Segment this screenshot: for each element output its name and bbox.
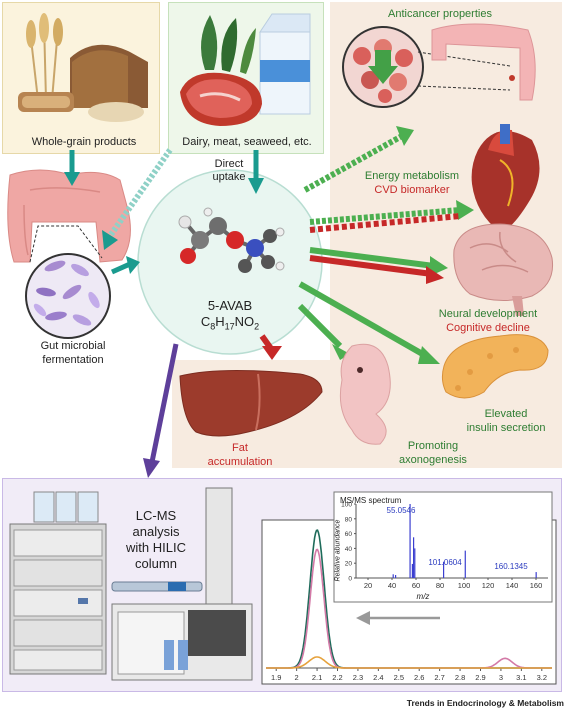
ms-x-tick-label: 100 xyxy=(458,581,471,590)
ms-x-tick-label: 160 xyxy=(530,581,543,590)
ms-y-tick-label: 100 xyxy=(341,502,352,509)
formula-no: NO xyxy=(234,314,255,329)
chromatogram-tick-label: 2.9 xyxy=(475,673,485,682)
chromatogram-tick-label: 3.1 xyxy=(516,673,526,682)
formula-c: C xyxy=(200,314,211,329)
fat-label-line2: accumulation xyxy=(207,456,273,468)
cvd-label: CVD biomarker xyxy=(374,184,450,196)
ms-peak-label-2: 101.0604 xyxy=(428,558,462,567)
gut-label-line1: Gut microbial xyxy=(40,340,106,352)
ms-x-tick-label: 40 xyxy=(388,581,396,590)
ms-x-tick-label: 60 xyxy=(412,581,420,590)
intestine-icon xyxy=(7,169,131,263)
pancreas-icon xyxy=(441,334,549,399)
liver-icon xyxy=(179,369,323,437)
ms-xlabel: m/z xyxy=(416,592,430,601)
gut-bacteria-icon xyxy=(25,253,111,339)
lcms-line3: with HILIC xyxy=(126,540,186,555)
compound-name: 5-AVAB xyxy=(207,298,253,313)
chromatogram-tick-label: 2.4 xyxy=(373,673,383,682)
ms-instrument-icon xyxy=(111,487,253,681)
ms-x-tick-label: 140 xyxy=(506,581,519,590)
chromatogram-tick-label: 2.5 xyxy=(394,673,404,682)
ms-y-tick-label: 20 xyxy=(345,561,353,568)
wheat-icon xyxy=(26,13,63,101)
chromatogram-tick-label: 2 xyxy=(295,673,299,682)
lcms-line2: analysis xyxy=(132,524,180,539)
grey-arrow xyxy=(356,611,440,625)
colon-icon xyxy=(431,23,536,101)
ms-y-tick-label: 0 xyxy=(348,576,352,583)
anticancer-label: Anticancer properties xyxy=(388,8,492,20)
brain-icon xyxy=(453,223,554,316)
ms-x-tick-label: 80 xyxy=(436,581,444,590)
journal-footer: Trends in Endocrinology & Metabolism xyxy=(406,698,564,708)
formula-h: H xyxy=(215,314,225,329)
ms-peak-label-3: 160.1345 xyxy=(494,562,528,571)
ms-peak-label-1: 55.0546 xyxy=(386,506,416,515)
hplc-instrument-icon xyxy=(9,491,107,675)
chromatogram-tick-label: 3.2 xyxy=(537,673,547,682)
ms-spectrum-title: MS/MS spectrum xyxy=(340,496,402,505)
axon-label-line2: axonogenesis xyxy=(399,454,467,466)
milk-carton-icon xyxy=(259,13,311,115)
gut-label-line2: fermentation xyxy=(42,354,104,366)
chromatogram-tick-label: 1.9 xyxy=(271,673,281,682)
seaweed-icon xyxy=(201,15,256,74)
whole-grain-label: Whole-grain products xyxy=(31,136,137,148)
chromatogram-tick-label: 3 xyxy=(499,673,503,682)
cancer-cells-icon xyxy=(342,26,424,108)
axon-label-line1: Promoting xyxy=(407,440,459,452)
neural-label: Neural development xyxy=(438,308,538,320)
purple-arrow xyxy=(143,343,179,478)
red-arrows xyxy=(259,213,461,360)
chromatogram-tick-label: 2.6 xyxy=(414,673,424,682)
formula-o-count: 2 xyxy=(254,321,260,332)
hilic-column-icon xyxy=(111,581,203,592)
dairy-label: Dairy, meat, seaweed, etc. xyxy=(182,136,312,148)
ms-x-tick-label: 20 xyxy=(364,581,372,590)
chromatogram-tick-label: 2.3 xyxy=(353,673,363,682)
ms-ylabel: Relative abundance xyxy=(334,519,342,582)
heart-icon xyxy=(471,124,540,232)
chromatogram-tick-label: 2.8 xyxy=(455,673,465,682)
insulin-label-line2: insulin secretion xyxy=(466,422,546,434)
energy-label: Energy metabolism xyxy=(364,170,460,182)
chromatogram-tick-label: 2.1 xyxy=(312,673,322,682)
ms-y-tick-label: 40 xyxy=(345,546,353,553)
steak-icon xyxy=(180,72,262,126)
ms-y-tick-label: 60 xyxy=(345,531,353,538)
insulin-label-line1: Elevated xyxy=(484,408,528,420)
ms-x-tick-label: 120 xyxy=(482,581,495,590)
molecule-icon xyxy=(178,207,285,273)
lcms-line1: LC-MS xyxy=(135,508,177,523)
green-arrows xyxy=(297,126,474,364)
direct-uptake-label: Direct uptake xyxy=(212,158,246,183)
fat-label-line1: Fat xyxy=(232,442,248,454)
chromatogram-tick-label: 2.7 xyxy=(434,673,444,682)
compound-formula: C8H17NO2 xyxy=(172,314,288,335)
teal-arrows xyxy=(64,148,264,275)
formula-c-count: 8 xyxy=(210,321,216,332)
lcms-line4: column xyxy=(135,556,177,571)
ms-spectrum-frame xyxy=(333,491,553,603)
cognitive-label: Cognitive decline xyxy=(446,322,530,334)
embryo-icon xyxy=(339,343,391,445)
chromatogram-tick-label: 2.2 xyxy=(332,673,342,682)
chromatogram-trace-2 xyxy=(266,656,552,669)
bread-icon xyxy=(18,44,148,122)
formula-h-count: 17 xyxy=(224,321,235,332)
ms-y-tick-label: 80 xyxy=(345,516,353,523)
